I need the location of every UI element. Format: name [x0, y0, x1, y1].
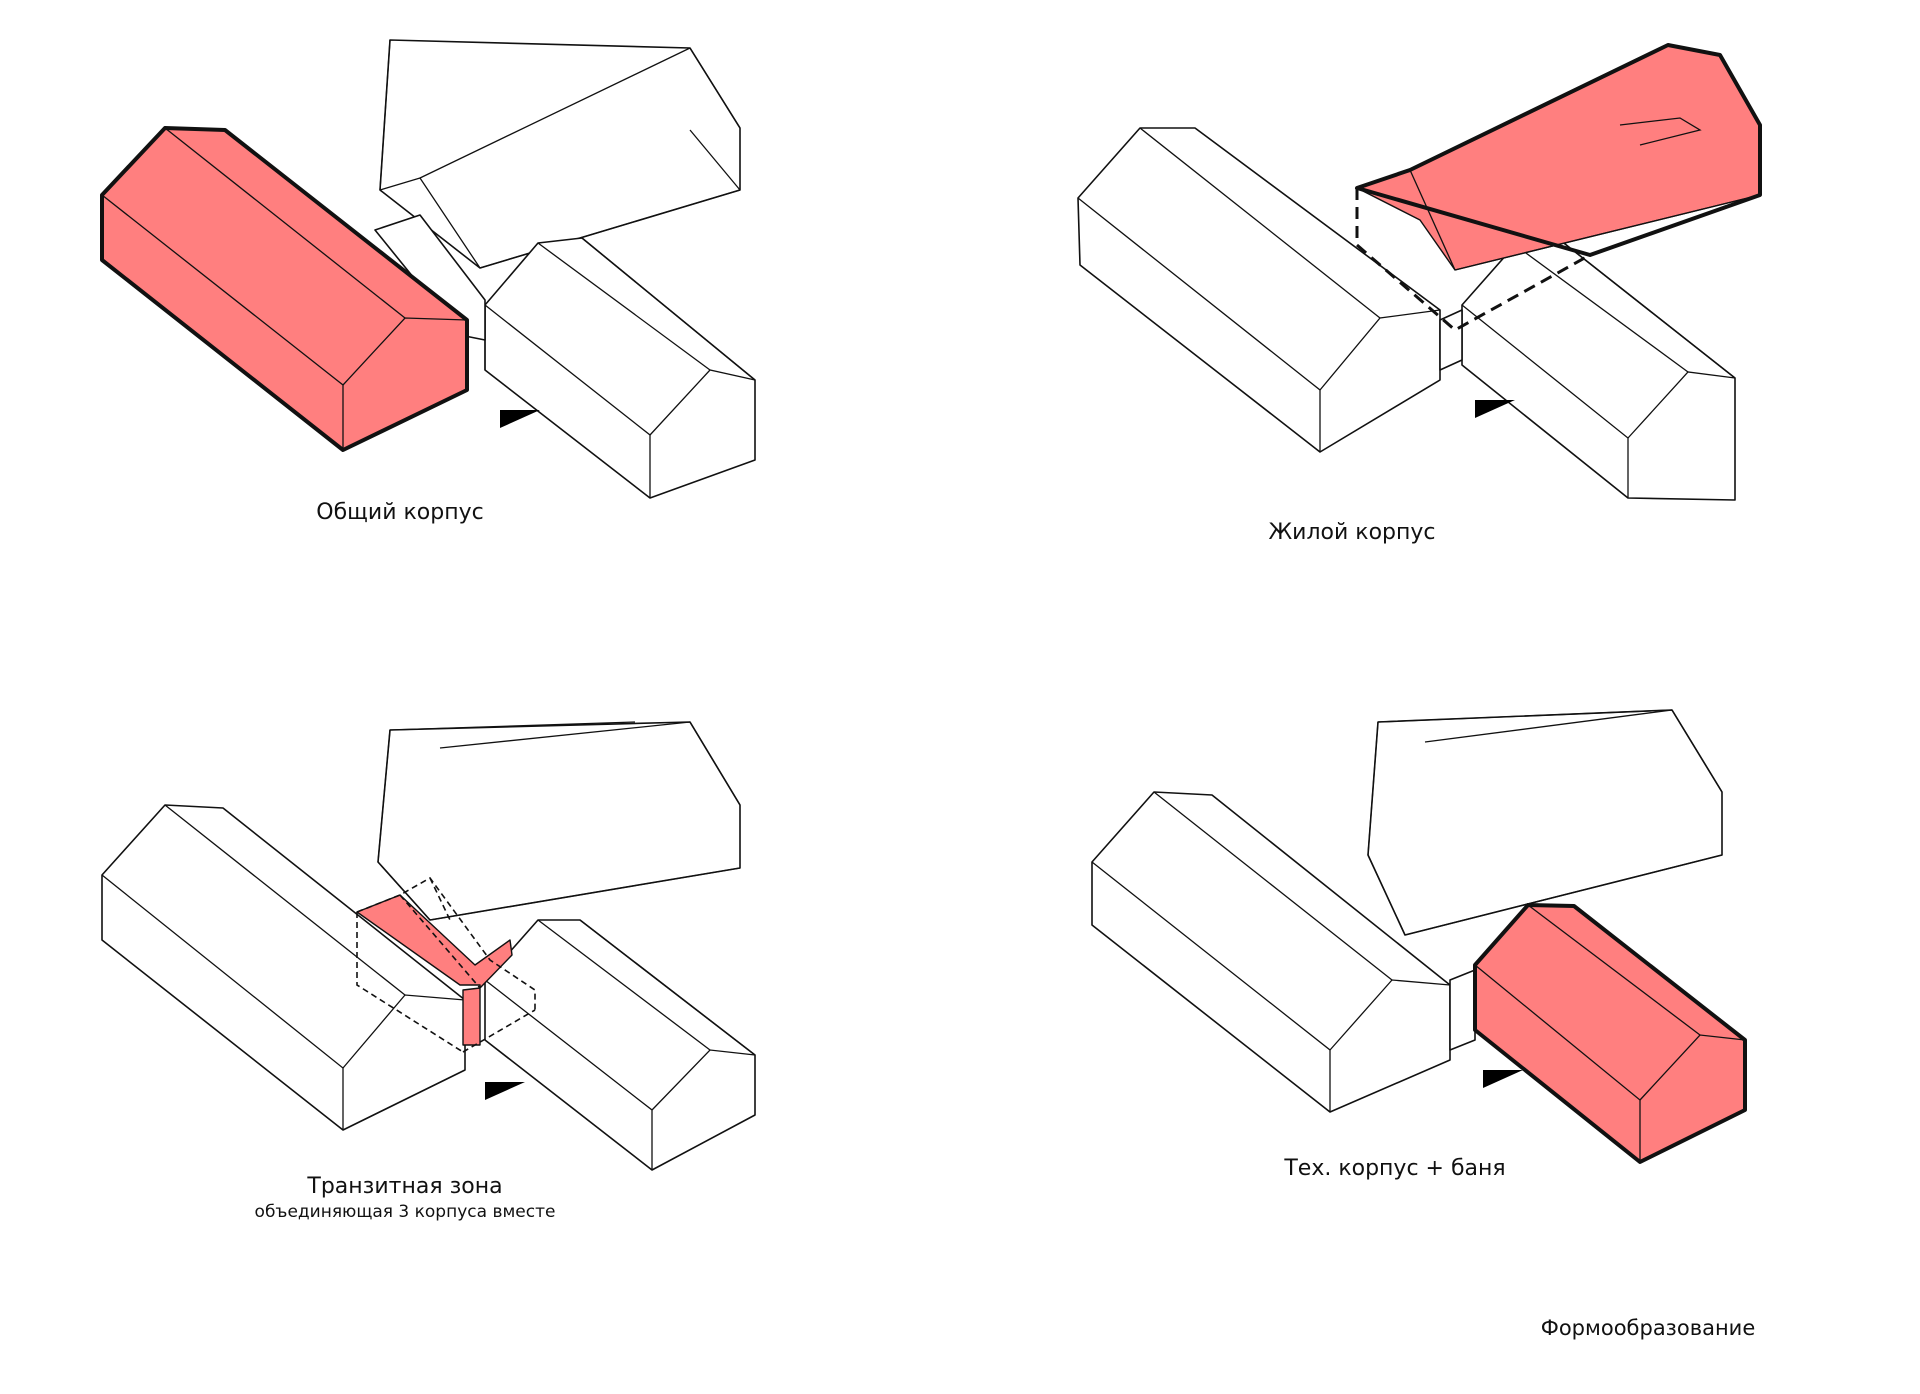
page-title: Формообразование [1540, 1316, 1756, 1340]
panel-1-massing [100, 39, 756, 499]
panel-1-front-building [484, 237, 756, 499]
panel-3-massing [101, 721, 756, 1171]
panel-2-connector [1439, 309, 1463, 371]
panel-2-massing [1077, 43, 1762, 501]
panel-3-caption: Транзитная зона [307, 1174, 503, 1199]
panel-4-massing [1091, 709, 1747, 1164]
panel-3-subcaption: объединяющая 3 корпуса вместе [254, 1202, 556, 1222]
panel-2-caption: Жилой корпус [1268, 520, 1436, 545]
panel-3-transit-highlight [356, 876, 536, 1053]
panel-4-highlight-building [1473, 903, 1747, 1164]
panel-4-back-building [1367, 709, 1723, 936]
entrance-arrow-icon [485, 1082, 525, 1100]
panel-2-highlight-building [1355, 43, 1762, 332]
panel-4-connector [1449, 969, 1476, 1051]
entrance-arrow-icon [1483, 1070, 1523, 1088]
panel-1-back-building [379, 39, 741, 269]
panel-1-caption: Общий корпус [316, 500, 484, 525]
entrance-arrow-icon [500, 410, 540, 428]
panel-4-caption: Тех. корпус + баня [1284, 1156, 1506, 1181]
panel-2-front-building [1461, 239, 1736, 501]
panel-1-highlight-building [100, 126, 469, 452]
entrance-arrow-icon [1475, 400, 1515, 418]
panel-3-back-building [377, 721, 741, 921]
panel-3-front-building [484, 919, 756, 1171]
